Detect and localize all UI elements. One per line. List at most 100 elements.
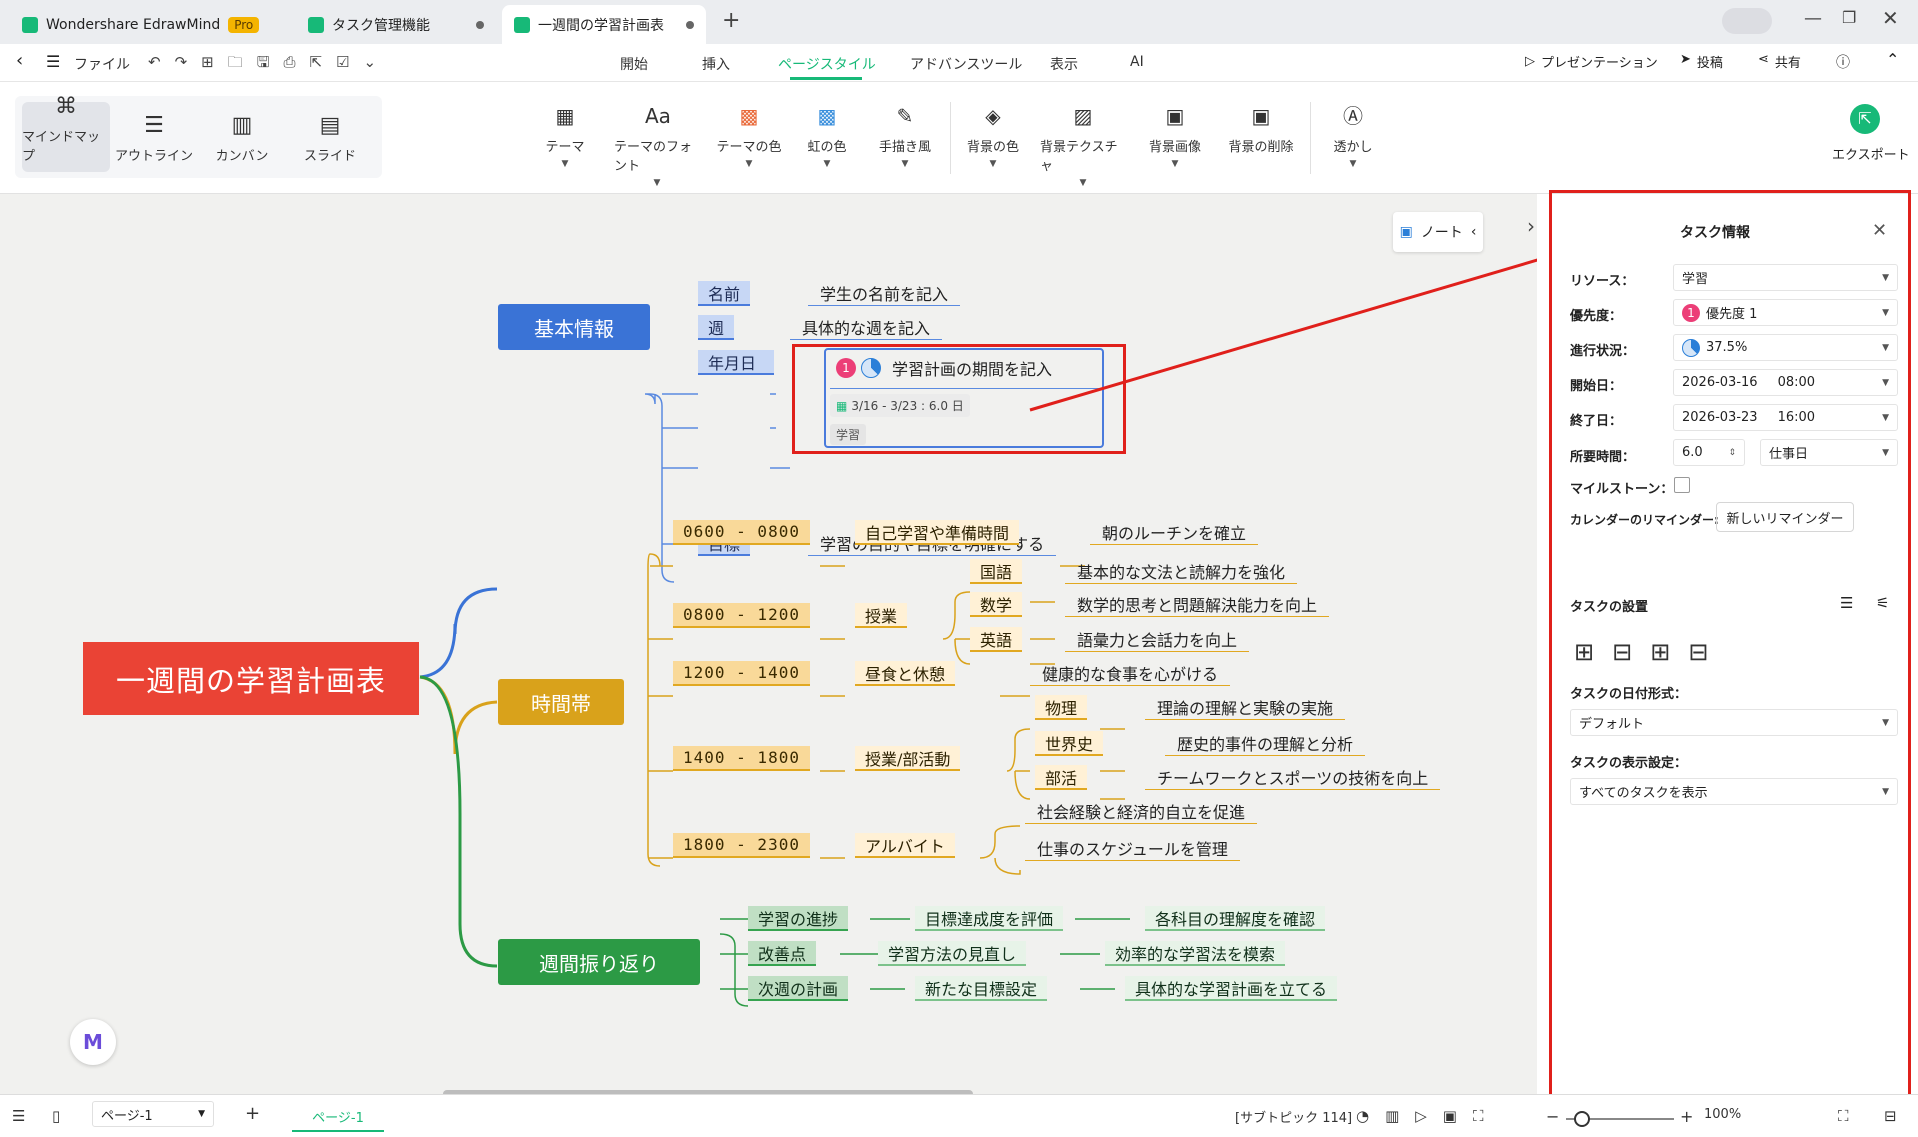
- menu-view[interactable]: 表示: [1050, 54, 1078, 74]
- view-kanban-button[interactable]: ▥カンバン: [198, 102, 286, 172]
- duration-stepper[interactable]: 6.0⇕: [1673, 439, 1745, 466]
- sub-math[interactable]: 数学: [970, 592, 1022, 617]
- rainbow-color-button[interactable]: ▩虹の色▼: [784, 104, 870, 169]
- split-view-icon[interactable]: ⊟: [1884, 1107, 1897, 1125]
- view-slide-button[interactable]: ▤スライド: [286, 102, 374, 172]
- progress-select[interactable]: 37.5%▼: [1673, 334, 1898, 361]
- detail-world-history[interactable]: 歴史的事件の理解と分析: [1165, 731, 1365, 756]
- activity-3[interactable]: 昼食と休憩: [855, 661, 955, 686]
- tab-task-manage[interactable]: タスク管理機能: [296, 5, 496, 44]
- activity-2[interactable]: 授業: [855, 603, 907, 628]
- review-progress-a[interactable]: 目標達成度を評価: [915, 906, 1063, 931]
- review-next-b[interactable]: 具体的な学習計画を立てる: [1125, 976, 1337, 1001]
- view-outline-button[interactable]: ☰アウトライン: [110, 102, 198, 172]
- sub-club[interactable]: 部活: [1035, 765, 1087, 790]
- time-slot-2[interactable]: 0800 - 1200: [673, 603, 810, 628]
- display-select[interactable]: すべてのタスクを表示▼: [1570, 778, 1898, 805]
- file-menu[interactable]: ファイル: [74, 54, 130, 74]
- ai-assistant-icon[interactable]: M: [70, 1019, 116, 1065]
- export-icon[interactable]: ⇱: [1850, 104, 1880, 134]
- zoom-in-icon[interactable]: +: [1680, 1107, 1693, 1126]
- avatar[interactable]: [1722, 8, 1772, 34]
- detail-5b[interactable]: 仕事のスケジュールを管理: [1025, 836, 1240, 861]
- menu-insert[interactable]: 挿入: [702, 54, 730, 74]
- sub-japanese[interactable]: 国語: [970, 559, 1022, 584]
- resource-select[interactable]: 学習▼: [1673, 264, 1898, 291]
- theme-font-button[interactable]: Aaテーマのフォント▼: [614, 104, 700, 188]
- review-improve-b[interactable]: 効率的な学習法を模索: [1105, 941, 1285, 966]
- priority-select[interactable]: 1優先度 1▼: [1673, 299, 1898, 326]
- activity-4[interactable]: 授業/部活動: [855, 746, 960, 771]
- add-page-icon[interactable]: +: [245, 1103, 260, 1124]
- tag-week[interactable]: 週: [698, 315, 734, 340]
- theme-color-button[interactable]: ▩テーマの色▼: [706, 104, 792, 169]
- bg-remove-button[interactable]: ▣背景の削除: [1218, 104, 1304, 155]
- export-button[interactable]: エクスポート: [1832, 144, 1910, 163]
- tab-study-plan[interactable]: 一週間の学習計画表: [502, 5, 706, 44]
- outline-toggle-icon[interactable]: ☰: [12, 1107, 25, 1125]
- help-icon[interactable]: ⓘ: [1836, 52, 1850, 72]
- tag-name[interactable]: 名前: [698, 281, 750, 306]
- text-name[interactable]: 学生の名前を記入: [808, 281, 960, 306]
- minimize-icon[interactable]: —: [1804, 8, 1822, 29]
- duration-unit-select[interactable]: 仕事日▼: [1760, 439, 1898, 466]
- activity-5[interactable]: アルバイト: [855, 833, 955, 858]
- hamburger-icon[interactable]: ☰: [46, 52, 60, 71]
- review-next[interactable]: 次週の計画: [748, 976, 848, 1001]
- zoom-out-icon[interactable]: −: [1546, 1107, 1559, 1126]
- detail-club[interactable]: チームワークとスポーツの技術を向上: [1145, 765, 1440, 790]
- time-slot-5[interactable]: 1800 - 2300: [673, 833, 810, 858]
- detail-math[interactable]: 数学的思考と問題解決能力を向上: [1065, 592, 1329, 617]
- detail-3[interactable]: 健康的な食事を心がける: [1030, 661, 1230, 686]
- root-topic[interactable]: 一週間の学習計画表: [83, 642, 419, 715]
- close-window-icon[interactable]: ✕: [1882, 6, 1899, 30]
- detail-5a[interactable]: 社会経験と経済的自立を促進: [1025, 799, 1257, 824]
- share-button[interactable]: ⋖共有: [1758, 52, 1801, 71]
- app-tab[interactable]: Wondershare EdrawMind Pro: [10, 5, 271, 44]
- end-date-input[interactable]: 2026-03-2316:00▼: [1673, 404, 1898, 431]
- restore-icon[interactable]: ❐: [1842, 8, 1856, 27]
- time-slot-3[interactable]: 1200 - 1400: [673, 661, 810, 686]
- tab-close-icon[interactable]: [686, 21, 694, 29]
- detail-physics[interactable]: 理論の理解と実験の実施: [1145, 695, 1345, 720]
- watermark-button[interactable]: Ⓐ透かし▼: [1310, 104, 1396, 169]
- date-format-select[interactable]: デフォルト▼: [1570, 709, 1898, 736]
- detail-japanese[interactable]: 基本的な文法と読解力を強化: [1065, 559, 1297, 584]
- filter-icon[interactable]: ⚟: [1876, 594, 1889, 612]
- sort-icon[interactable]: ☰: [1840, 594, 1853, 612]
- menu-ai[interactable]: AI: [1130, 54, 1144, 70]
- sub-world-history[interactable]: 世界史: [1035, 731, 1103, 756]
- back-icon[interactable]: ‹: [16, 50, 23, 71]
- menu-start[interactable]: 開始: [620, 54, 648, 74]
- topic-weekly-review[interactable]: 週間振り返り: [498, 939, 700, 985]
- review-progress[interactable]: 学習の進捗: [748, 906, 848, 931]
- review-next-a[interactable]: 新たな目標設定: [915, 976, 1047, 1001]
- tab-close-icon[interactable]: [476, 21, 484, 29]
- panel-close-icon[interactable]: ✕: [1872, 220, 1887, 241]
- time-slot-4[interactable]: 1400 - 1800: [673, 746, 810, 771]
- hand-drawn-button[interactable]: ✎手描き風▼: [862, 104, 948, 169]
- sub-physics[interactable]: 物理: [1035, 695, 1087, 720]
- page-view-icon[interactable]: ▯: [52, 1107, 60, 1125]
- detail-english[interactable]: 語彙力と会話力を向上: [1065, 627, 1249, 652]
- review-progress-b[interactable]: 各科目の理解度を確認: [1145, 906, 1325, 931]
- page-tab[interactable]: ページ-1: [292, 1102, 384, 1132]
- detail-1[interactable]: 朝のルーチンを確立: [1090, 520, 1258, 545]
- topic-basic-info[interactable]: 基本情報: [498, 304, 650, 350]
- bg-color-button[interactable]: ◈背景の色▼: [950, 104, 1036, 169]
- presentation-button[interactable]: ▷プレゼンテーション: [1525, 52, 1658, 71]
- quick-toolbar[interactable]: ↶↷⊞🗀🖫⎙⇱☑⌄: [148, 52, 390, 77]
- collapse-ribbon-icon[interactable]: ⌃: [1886, 50, 1899, 69]
- milestone-checkbox[interactable]: [1674, 477, 1690, 493]
- view-mindmap-button[interactable]: ⌘マインドマップ: [22, 102, 110, 172]
- bg-image-button[interactable]: ▣背景画像▼: [1132, 104, 1218, 169]
- new-reminder-button[interactable]: 新しいリマインダー: [1716, 502, 1854, 532]
- start-date-input[interactable]: 2026-03-1608:00▼: [1673, 369, 1898, 396]
- zoom-slider-thumb[interactable]: [1574, 1111, 1590, 1127]
- topic-time-slots[interactable]: 時間帯: [498, 679, 624, 725]
- tag-date[interactable]: 年月日: [698, 350, 774, 375]
- view-mode-icons[interactable]: ◔▥▷▣⛶: [1356, 1107, 1499, 1125]
- menu-advanced-tools[interactable]: アドバンスツール: [910, 54, 1022, 74]
- bg-texture-button[interactable]: ▨背景テクスチャ▼: [1040, 104, 1126, 188]
- text-week[interactable]: 具体的な週を記入: [790, 315, 942, 340]
